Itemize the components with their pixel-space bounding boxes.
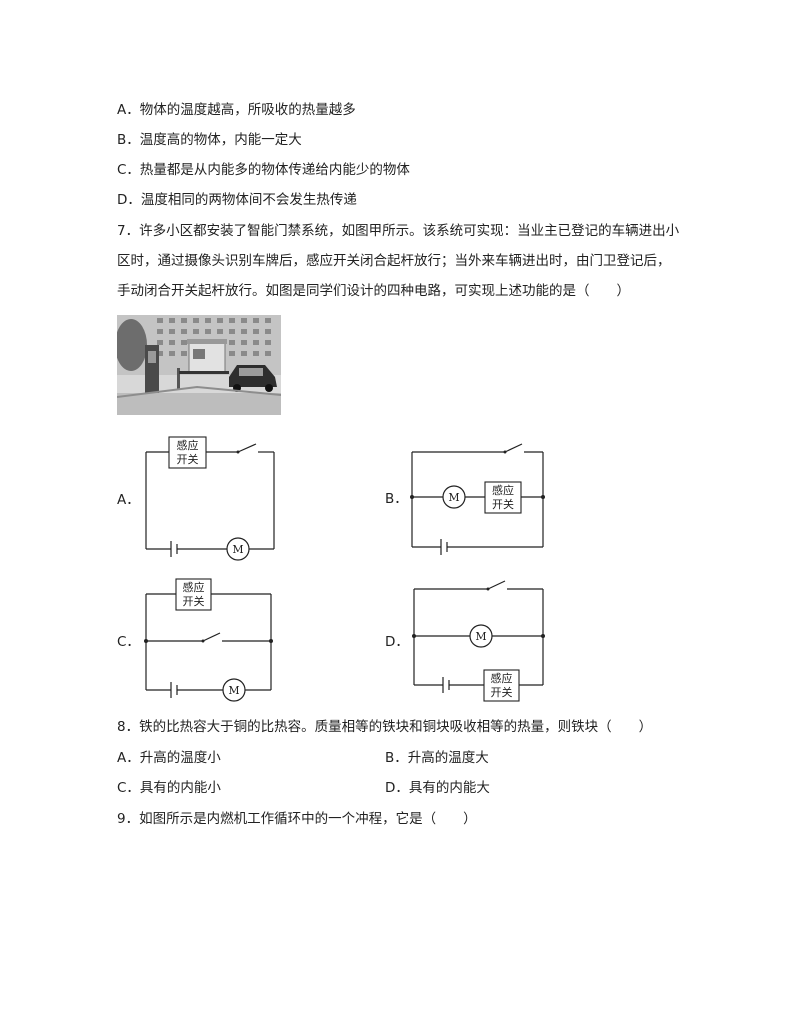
q6-option-d: D．温度相同的两物体间不会发生热传递	[117, 192, 357, 208]
svg-text:开关: 开关	[492, 497, 514, 511]
circuit-label-d: D．	[385, 634, 409, 650]
svg-text:开关: 开关	[491, 685, 513, 699]
manual-switch	[487, 580, 506, 590]
manual-switch	[504, 443, 523, 453]
q8-option-b: B．升高的温度大	[385, 750, 489, 766]
svg-text:感应: 感应	[183, 580, 205, 594]
gate-photo	[117, 315, 281, 415]
q7-stem-line3: 手动闭合开关起杆放行。如图是同学们设计的四种电路，可实现上述功能的是（ ）	[117, 283, 630, 299]
induction-switch-box	[168, 436, 207, 469]
circuit-label-b: B．	[385, 491, 408, 507]
manual-switch	[237, 443, 257, 453]
switch-box-text-2: 开关	[177, 452, 199, 466]
circuit-label-a: A．	[117, 492, 140, 508]
induction-switch-box	[175, 578, 212, 611]
q9-stem: 9．如图所示是内燃机工作循环中的一个冲程，它是（ ）	[117, 811, 477, 827]
q8-option-a: A．升高的温度小	[117, 750, 221, 766]
svg-text:M: M	[448, 491, 459, 504]
q8-stem: 8．铁的比热容大于铜的比热容。质量相等的铁块和铜块吸收相等的热量，则铁块（ ）	[117, 719, 653, 735]
svg-text:M: M	[232, 543, 243, 556]
manual-switch	[202, 632, 221, 642]
svg-text:M: M	[475, 630, 486, 643]
svg-text:M: M	[228, 684, 239, 697]
induction-switch-box	[484, 481, 522, 514]
svg-text:开关: 开关	[183, 594, 205, 608]
switch-box-text-1: 感应	[177, 438, 199, 452]
q6-option-b: B．温度高的物体，内能一定大	[117, 132, 302, 148]
svg-text:感应: 感应	[492, 483, 514, 497]
q8-option-c: C．具有的内能小	[117, 780, 221, 796]
induction-switch-box	[483, 669, 520, 702]
q6-option-a: A．物体的温度越高，所吸收的热量越多	[117, 102, 356, 118]
q7-stem-line2: 区时，通过摄像头识别车牌后，感应开关闭合起杆放行；当外来车辆进出时，由门卫登记后…	[117, 253, 671, 269]
q8-option-d: D．具有的内能大	[385, 780, 490, 796]
svg-text:感应: 感应	[491, 671, 513, 685]
circuit-label-c: C．	[117, 634, 140, 650]
q7-stem-line1: 7．许多小区都安装了智能门禁系统，如图甲所示。该系统可实现：当业主已登记的车辆进…	[117, 223, 680, 239]
q6-option-c: C．热量都是从内能多的物体传递给内能少的物体	[117, 162, 410, 178]
